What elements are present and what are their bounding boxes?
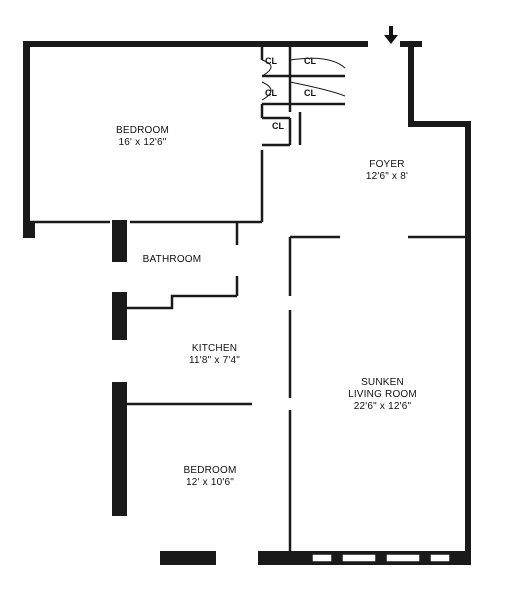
room-foyer: FOYER 12'6" x 8' [352, 159, 422, 183]
wall-left-lower-2 [112, 296, 127, 340]
window-4 [429, 553, 451, 563]
closet-label: CL [265, 56, 277, 66]
door-swing-closets [261, 57, 346, 101]
room-dims: 12' x 10'6" [186, 477, 234, 488]
wall-bottom-2 [258, 551, 306, 565]
room-dims: 16' x 12'6" [118, 137, 167, 148]
closet-label: CL [272, 121, 284, 131]
room-name: FOYER [369, 159, 405, 170]
room-name: BEDROOM [115, 125, 170, 136]
wall-closet-grid [262, 47, 345, 147]
wall-left-lower-3 [112, 382, 127, 516]
room-bathroom: BATHROOM [132, 254, 212, 266]
room-living: SUNKEN LIVING ROOM 22'6" x 12'6" [335, 377, 430, 413]
room-kitchen: KITCHEN 11'8" x 7'4" [172, 343, 257, 367]
wall-bottom-1 [160, 551, 216, 565]
window-2 [341, 553, 377, 563]
room-dims: 22'6" x 12'6" [353, 401, 412, 412]
wall-right [465, 121, 471, 558]
wall-top-left [23, 41, 368, 47]
room-dims: 11'8" x 7'4" [189, 355, 240, 366]
window-3 [385, 553, 421, 563]
room-name: KITCHEN [191, 343, 238, 354]
wall-left-upper [23, 41, 30, 237]
room-name-line2: LIVING ROOM [348, 389, 417, 400]
room-dims: 12'6" x 8' [365, 171, 409, 182]
window-1 [311, 553, 333, 563]
room-name: BATHROOM [142, 254, 202, 265]
wall-left-lower-1 [112, 220, 127, 262]
room-bedroom-main: BEDROOM 16' x 12'6" [105, 125, 180, 149]
wall-foyer-step-v [408, 41, 414, 127]
closet-label: CL [304, 56, 316, 66]
wall-bath-bottom [127, 294, 237, 310]
closet-label: CL [304, 88, 316, 98]
wall-bath-corner-b [112, 292, 127, 306]
room-name: BEDROOM [183, 465, 237, 476]
room-bedroom-second: BEDROOM 12' x 10'6" [170, 465, 250, 489]
closet-label: CL [265, 88, 277, 98]
wall-foyer-step-h [408, 121, 470, 127]
room-name-line1: SUNKEN [361, 377, 404, 388]
down-arrow-icon [384, 26, 398, 44]
wall-bath-corner [23, 222, 35, 238]
